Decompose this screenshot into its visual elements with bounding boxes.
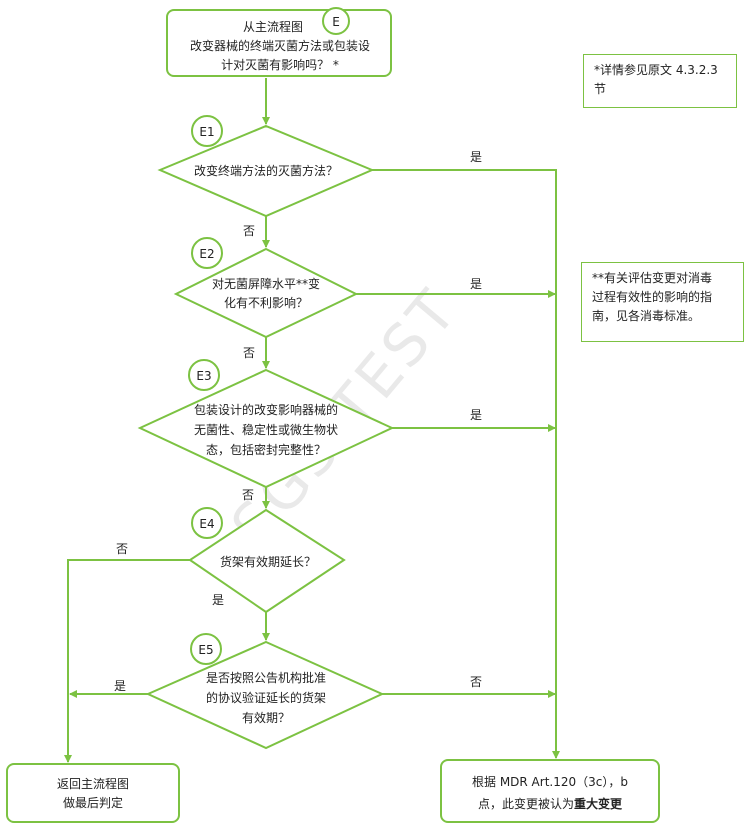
decision-e5-badge	[190, 633, 222, 665]
decision-e1	[157, 124, 375, 218]
decision-e3	[137, 368, 395, 489]
end-box-major-change	[440, 759, 660, 823]
edge-label-e1-yes: 是	[470, 150, 482, 164]
decision-e4	[188, 508, 346, 614]
edge-label-e4-no: 否	[116, 542, 128, 556]
end-box-major-line2: 点，此变更被认为重大变更	[478, 796, 623, 811]
edge-label-e5-yes: 是	[114, 679, 126, 693]
edge-label-e1-no: 否	[243, 224, 255, 238]
decision-e3-badge	[188, 359, 220, 391]
footnote-1-line1: *详情参见原文 4.3.2.3	[594, 63, 718, 77]
edge-label-e2-yes: 是	[470, 277, 482, 291]
decision-e3-line2: 无菌性、稳定性或微生物状	[194, 422, 338, 437]
decision-e1-id: E1	[199, 125, 214, 139]
start-box-line2: 改变器械的终端灭菌方法或包装设	[190, 38, 370, 53]
edge-label-e4-yes: 是	[212, 593, 224, 607]
decision-e5-line3: 有效期？	[242, 710, 290, 725]
footnote-2-line2: 过程有效性的影响的指	[592, 290, 713, 304]
decision-e4-id: E4	[199, 517, 214, 531]
connectors	[64, 78, 560, 763]
start-badge-label: E	[332, 15, 340, 29]
decision-e2-id: E2	[199, 247, 214, 261]
footnote-1-line2: 节	[594, 82, 607, 96]
end-box-major-line1: 根据 MDR Art.120（3c），b	[472, 775, 628, 789]
start-box-line3: 计对灭菌有影响吗？ *	[221, 57, 339, 72]
footnote-box-2: **有关评估变更对消毒 过程有效性的影响的指 南，见各消毒标准。	[581, 262, 744, 342]
end-box-return	[6, 763, 180, 823]
decision-e2-line1: 对无菌屏障水平**变	[212, 276, 320, 291]
decision-e5	[145, 640, 385, 750]
decision-e2	[173, 247, 359, 339]
start-box-line1: 从主流程图	[243, 19, 303, 34]
start-badge	[322, 7, 350, 35]
decision-e4-line1: 货架有效期延长？	[220, 554, 316, 569]
edge-label-e3-no: 否	[242, 488, 254, 502]
decision-e3-line1: 包装设计的改变影响器械的	[194, 402, 338, 417]
decision-e5-line1: 是否按照公告机构批准	[206, 670, 326, 685]
connector-e4-no	[64, 559, 190, 763]
footnote-box-1: *详情参见原文 4.3.2.3 节	[583, 54, 737, 108]
connector-e1-yes	[372, 169, 560, 759]
footnote-2-line3: 南，见各消毒标准。	[592, 309, 701, 323]
decision-e5-line2: 的协议验证延长的货架	[206, 690, 326, 705]
decision-e4-badge	[191, 507, 223, 539]
end-box-return-line2: 做最后判定	[63, 795, 123, 810]
end-box-major-line2-text: 点，此变更被认为	[478, 796, 574, 811]
decision-e1-badge	[191, 115, 223, 147]
decision-e2-badge	[191, 237, 223, 269]
end-box-return-line1: 返回主流程图	[57, 776, 129, 791]
footnote-2-line1: **有关评估变更对消毒	[592, 271, 713, 285]
edge-label-e2-no: 否	[243, 346, 255, 360]
edge-label-e5-no: 否	[470, 675, 482, 689]
decision-e2-line2: 化有不利影响？	[224, 295, 308, 310]
end-box-major-emphasis: 重大变更	[574, 796, 623, 811]
edge-label-e3-yes: 是	[470, 408, 482, 422]
decision-e1-line1: 改变终端方法的灭菌方法？	[194, 163, 338, 178]
decision-e3-line3: 态，包括密封完整性？	[206, 442, 326, 457]
decision-e3-id: E3	[196, 369, 211, 383]
decision-e5-id: E5	[198, 643, 213, 657]
